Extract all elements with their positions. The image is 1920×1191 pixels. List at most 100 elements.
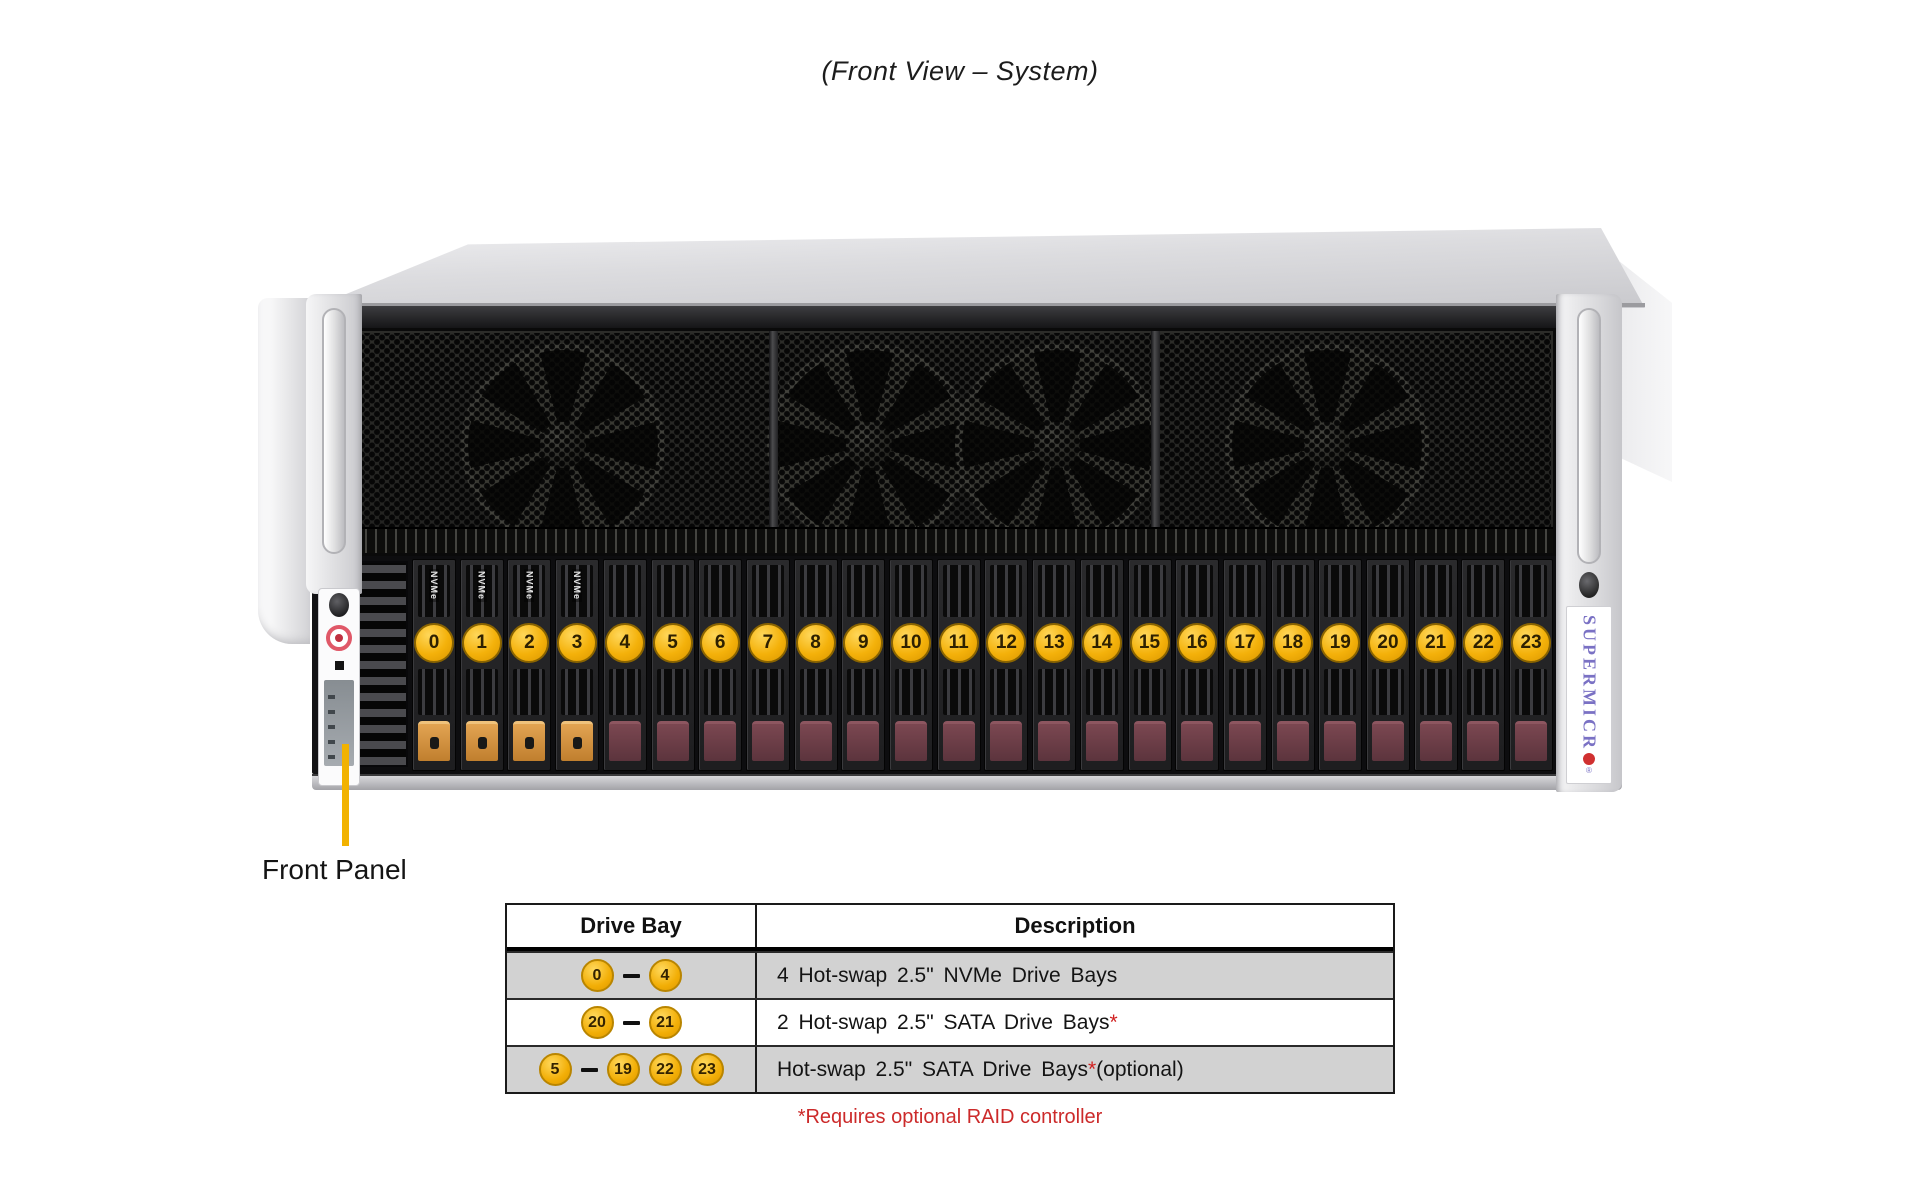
drive-tray-14: 14: [1079, 559, 1124, 771]
drive-tray-7: 7: [745, 559, 790, 771]
cooling-fan-icon: [767, 343, 971, 547]
drive-number-badge: 9: [843, 623, 884, 663]
drive-number-badge: 11: [938, 623, 979, 663]
drive-tray-17: 17: [1222, 559, 1267, 771]
tray-vents: [1085, 669, 1118, 715]
tray-vents: [608, 565, 641, 617]
right-handle: [1577, 308, 1601, 564]
tray-vents: [418, 669, 450, 715]
power-button-icon: [326, 625, 352, 651]
tray-vents: [1324, 565, 1357, 617]
drive-number-badge: 23: [1511, 623, 1552, 663]
front-panel-label: Front Panel: [262, 854, 407, 885]
description-cell: 4 Hot-swap 2.5" NVMe Drive Bays: [777, 963, 1118, 987]
tray-vents: [1181, 565, 1214, 617]
tray-latch: [990, 721, 1023, 761]
tray-vents: [513, 565, 546, 617]
drive-number-badge: 4: [604, 623, 645, 663]
front-panel-controls: [318, 588, 360, 786]
drive-number-badge: 10: [891, 623, 931, 663]
range-dash-icon: [622, 973, 640, 978]
tray-vents: [1085, 565, 1118, 617]
tray-vents: [1276, 565, 1309, 617]
tray-vents: [465, 669, 498, 715]
tray-vents: [799, 565, 832, 617]
tray-vents: [1419, 565, 1452, 617]
right-rack-ear: SUPERMICR ®: [1556, 294, 1622, 792]
drive-tray-9: 9: [841, 559, 886, 771]
column-header-drive-bay: Drive Bay: [507, 905, 757, 947]
drive-tray-18: 18: [1270, 559, 1315, 771]
tray-vents: [1276, 669, 1309, 715]
drive-number-badge: 21: [1415, 623, 1456, 663]
tray-vents: [990, 669, 1023, 715]
logo-red-dot-icon: [1583, 753, 1595, 766]
drive-number-badge: 2: [509, 623, 550, 663]
drive-number-badge: 1: [461, 623, 502, 663]
drive-number-badge: 0: [414, 623, 454, 663]
reset-button-icon: [334, 661, 344, 670]
drive-number-badge: 20: [1368, 623, 1408, 663]
tray-vents: [1038, 565, 1071, 617]
drive-number-badge: 22: [1463, 623, 1504, 663]
tray-vents: [1181, 669, 1214, 715]
tray-latch: [704, 721, 737, 761]
brand-plate: SUPERMICR ®: [1566, 606, 1612, 784]
bay-number-badge: 19: [606, 1053, 640, 1086]
tray-vents: [656, 565, 689, 617]
supermicro-logo: SUPERMICR: [1579, 615, 1600, 752]
tray-vents: [895, 565, 927, 617]
drive-tray-10: 10: [889, 559, 933, 771]
tray-latch: [465, 721, 498, 761]
drive-number-badge: 7: [747, 623, 788, 663]
tray-latch: [895, 721, 927, 761]
tray-latch: [1419, 721, 1452, 761]
tray-vents: [799, 669, 832, 715]
tray-vents: [1515, 669, 1548, 715]
table-footnote: *Requires optional RAID controller: [797, 1106, 1103, 1128]
drive-number-badge: 13: [1034, 623, 1075, 663]
bezel-top-strip: [312, 306, 1622, 328]
drive-number-badge: 14: [1081, 623, 1122, 663]
drive-tray-1: NVMe 1: [459, 559, 504, 771]
drive-tray-4: 4: [602, 559, 647, 771]
bezel-vent-column: [352, 561, 408, 767]
tray-vents: [1228, 565, 1261, 617]
tray-latch: [513, 721, 546, 761]
tray-latch: [1085, 721, 1118, 761]
range-dash-icon: [580, 1067, 598, 1072]
cooling-fan-icon: [461, 343, 665, 547]
grille-divider: [1151, 331, 1160, 553]
tray-latch: [1515, 721, 1548, 761]
drive-number-badge: 8: [795, 623, 836, 663]
drive-tray-12: 12: [984, 559, 1029, 771]
nvme-label: NVMe: [476, 569, 487, 603]
bay-number-badge: 0: [580, 959, 614, 992]
drive-tray-16: 16: [1175, 559, 1220, 771]
tray-vents: [990, 565, 1023, 617]
left-rack-ear: [306, 294, 362, 594]
bay-number-badge: 21: [648, 1006, 682, 1039]
tray-vents: [1372, 669, 1404, 715]
front-panel-pointer-line: [342, 744, 349, 846]
registered-mark: ®: [1586, 766, 1592, 776]
range-dash-icon: [622, 1020, 640, 1025]
tray-vents: [751, 669, 784, 715]
drive-number-badge: 16: [1177, 623, 1218, 663]
tray-vents: [704, 669, 737, 715]
tray-vents: [704, 565, 737, 617]
tray-vents: [561, 669, 594, 715]
tray-latch: [1372, 721, 1404, 761]
chassis-top-lid: [312, 228, 1645, 308]
drive-number-badge: 5: [652, 623, 693, 663]
tray-vents: [1133, 669, 1166, 715]
tray-vents: [1038, 669, 1071, 715]
led-indicator-panel: [324, 680, 354, 766]
